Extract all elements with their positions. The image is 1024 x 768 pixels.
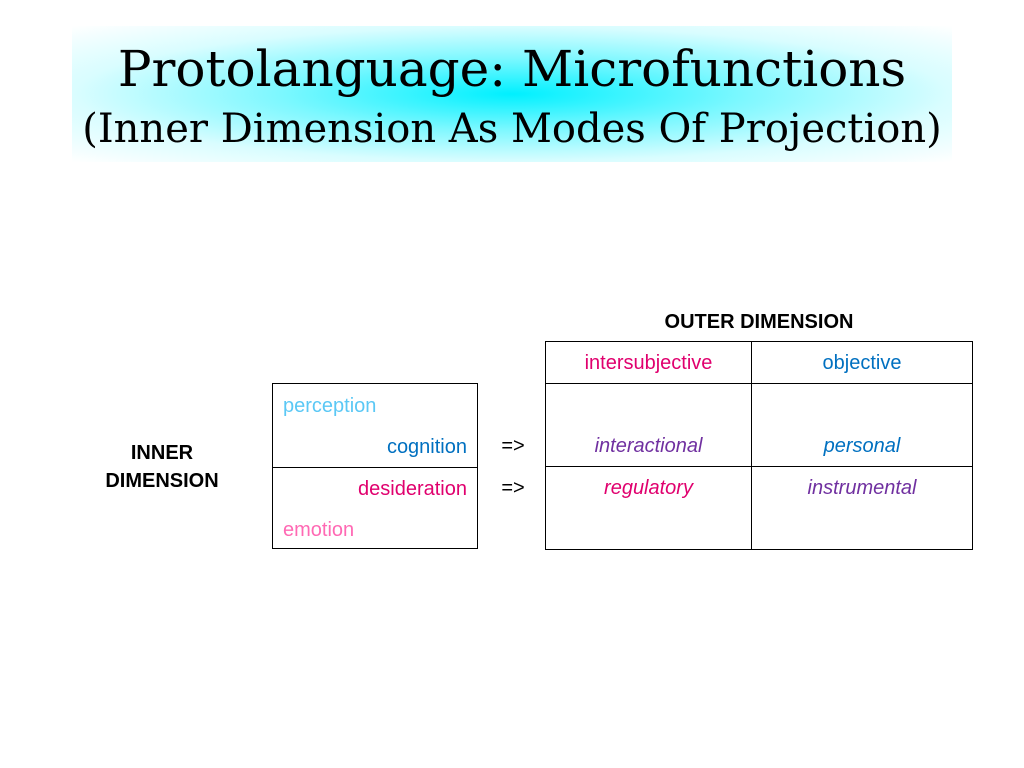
- title-banner: Protolanguage: Microfunctions (Inner Dim…: [72, 26, 952, 162]
- column-header-intersubjective: intersubjective: [584, 352, 713, 374]
- outer-dimension-label: OUTER DIMENSION: [664, 311, 854, 333]
- arrow-cognition: =>: [501, 435, 525, 457]
- column-header-objective: objective: [822, 352, 902, 374]
- cell-personal: personal: [823, 435, 901, 457]
- table-column-divider: [751, 342, 752, 549]
- inner-dimension-label-line2: DIMENSION: [105, 470, 219, 492]
- slide-subtitle: (Inner Dimension As Modes Of Projection): [82, 106, 942, 152]
- outer-dimension-table: intersubjective objective interactional …: [545, 341, 973, 550]
- cell-instrumental: instrumental: [807, 477, 917, 499]
- mode-perception: perception: [283, 395, 377, 417]
- inner-box-divider: [273, 467, 477, 468]
- arrow-desideration: =>: [501, 477, 525, 499]
- inner-modes-box: perception cognition desideration emotio…: [272, 383, 478, 549]
- table-header-divider: [546, 383, 972, 384]
- mode-desideration: desideration: [358, 478, 467, 500]
- cell-interactional: interactional: [594, 435, 703, 457]
- inner-dimension-label: INNER DIMENSION: [80, 439, 244, 495]
- table-row-divider: [546, 466, 972, 467]
- mode-cognition: cognition: [386, 436, 467, 458]
- inner-dimension-label-line1: INNER: [130, 442, 194, 464]
- mode-emotion: emotion: [283, 519, 355, 541]
- cell-regulatory: regulatory: [604, 477, 693, 499]
- slide-title: Protolanguage: Microfunctions: [117, 40, 907, 98]
